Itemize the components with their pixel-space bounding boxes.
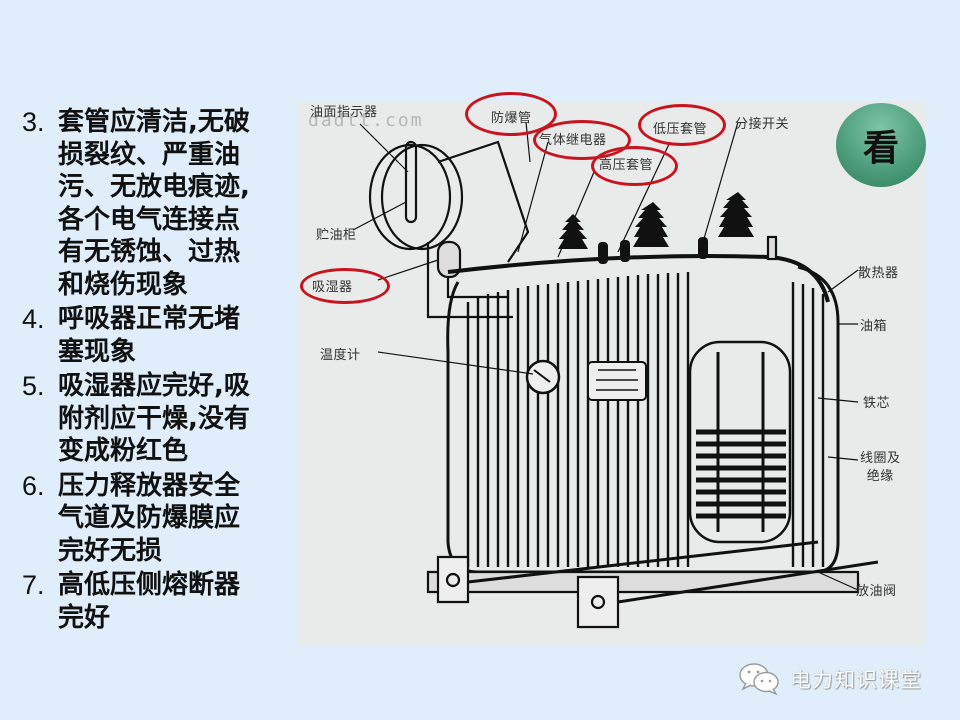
highlight-explosion-pipe [465, 92, 557, 136]
look-badge: 看 [836, 103, 926, 187]
label-drain-valve: 放油阀 [856, 584, 897, 599]
label-tap-changer: 分接开关 [735, 117, 790, 132]
item-text: 呼吸器正常无堵 塞现象 [58, 304, 241, 367]
wechat-icon [739, 663, 779, 696]
highlight-gas-relay [533, 120, 631, 160]
transformer-illustration [352, 121, 879, 629]
brand-watermark: 电力知识课堂 [738, 662, 922, 696]
item-text: 吸湿器应完好,吸 附剂应干燥,没有 变成粉红色 [58, 371, 250, 466]
item-text: 套管应清洁,无破 损裂纹、严重油 污、无放电痕迹, 各个电气连接点 有无锈蚀、过… [58, 107, 250, 300]
checklist-item-5: 5. 吸湿器应完好,吸 附剂应干燥,没有 变成粉红色 [22, 370, 307, 468]
item-text: 高低压侧熔断器 完好 [58, 570, 241, 633]
checklist-item-3: 3. 套管应清洁,无破 损裂纹、严重油 污、无放电痕迹, 各个电气连接点 有无锈… [22, 106, 307, 301]
item-number: 3. [22, 107, 45, 137]
highlight-high-voltage-bushing [591, 146, 678, 186]
image-watermark: dadtt.com [308, 110, 424, 131]
highlight-low-voltage-bushing [638, 104, 726, 146]
label-coil-insulation: 线圈及 绝缘 [860, 451, 901, 484]
item-number: 7. [22, 570, 45, 600]
item-number: 5. [22, 371, 45, 401]
label-radiator: 散热器 [858, 266, 899, 281]
label-oil-tank: 油箱 [860, 319, 888, 334]
checklist-item-6: 6. 压力释放器安全 气道及防爆膜应 完好无损 [22, 470, 307, 568]
checklist-item-7: 7. 高低压侧熔断器 完好 [22, 569, 307, 634]
label-iron-core: 铁芯 [863, 396, 891, 411]
checklist-item-4: 4. 呼吸器正常无堵 塞现象 [22, 303, 307, 368]
label-oil-level-gauge: 油面指示器 [310, 105, 378, 120]
label-conservator: 贮油柜 [316, 228, 357, 243]
transformer-diagram: dadtt.com 油面指示器 防爆管 气体继电器 高压套管 低压套管 分接开关… [298, 92, 926, 645]
item-text: 压力释放器安全 气道及防爆膜应 完好无损 [58, 470, 241, 566]
item-number: 6. [22, 470, 45, 501]
highlight-dehumidifier [300, 268, 390, 304]
brand-name: 电力知识课堂 [790, 668, 922, 692]
look-badge-label: 看 [862, 128, 899, 169]
item-number: 4. [22, 304, 45, 334]
label-thermometer: 温度计 [320, 348, 361, 363]
inspection-checklist: 3. 套管应清洁,无破 损裂纹、严重油 污、无放电痕迹, 各个电气连接点 有无锈… [22, 106, 307, 636]
